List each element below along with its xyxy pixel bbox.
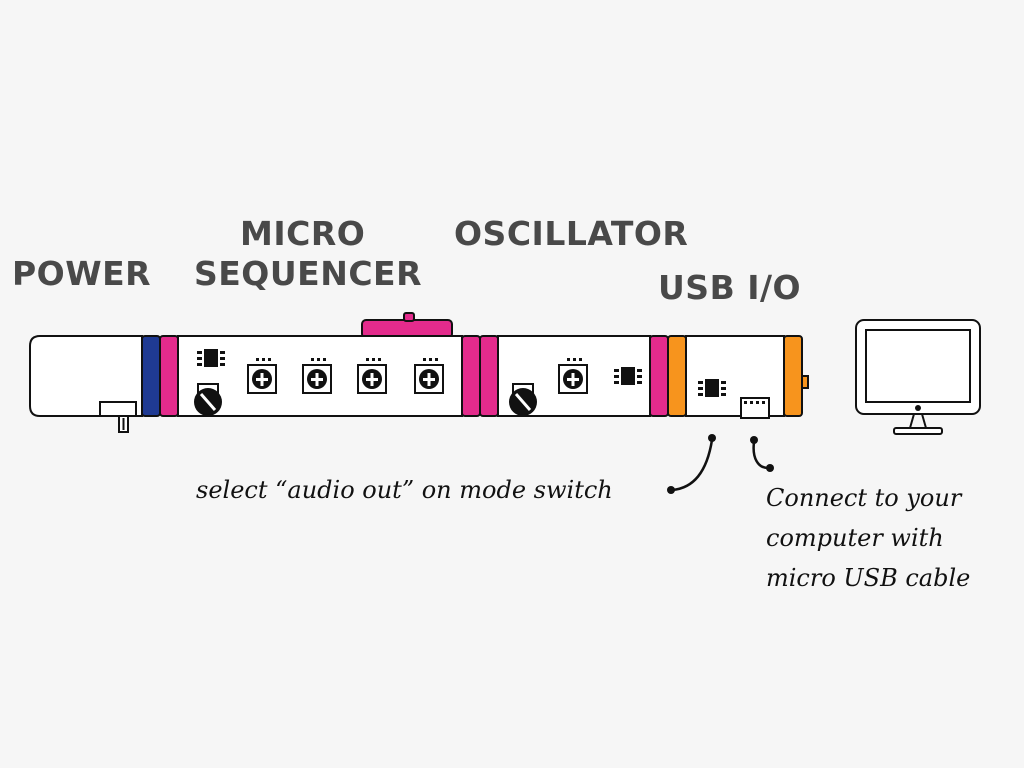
usb-annotation-line2: computer with	[766, 524, 944, 552]
usb-output-connector	[783, 335, 803, 417]
usb-io-module	[685, 335, 809, 419]
power-title: POWER	[12, 254, 152, 293]
oscillator-title: OSCILLATOR	[454, 214, 689, 253]
computer-monitor-icon	[855, 319, 981, 435]
usb-annotation-line3: micro USB cable	[766, 564, 970, 592]
knob-icon	[192, 382, 224, 418]
usb-annotation-line1: Connect to your	[766, 484, 963, 512]
chip-icon	[197, 349, 225, 367]
power-switch-icon	[99, 401, 137, 417]
micro-sequencer-module	[177, 312, 499, 418]
oscillator-module	[497, 335, 687, 418]
micro-sequencer-title-line2: SEQUENCER	[194, 254, 422, 293]
mode-switch-pointer	[667, 434, 716, 494]
mode-switch-icon	[698, 379, 726, 397]
micro-sequencer-title-line1: MICRO	[240, 214, 366, 253]
power-module	[29, 335, 179, 433]
knob-icon	[507, 382, 539, 418]
power-connector	[141, 335, 161, 417]
mode-switch-annotation: select “audio out” on mode switch	[196, 476, 613, 504]
usb-port-pointer	[750, 436, 774, 472]
usb-io-title: USB I/O	[658, 268, 802, 307]
chip-icon	[614, 367, 642, 385]
